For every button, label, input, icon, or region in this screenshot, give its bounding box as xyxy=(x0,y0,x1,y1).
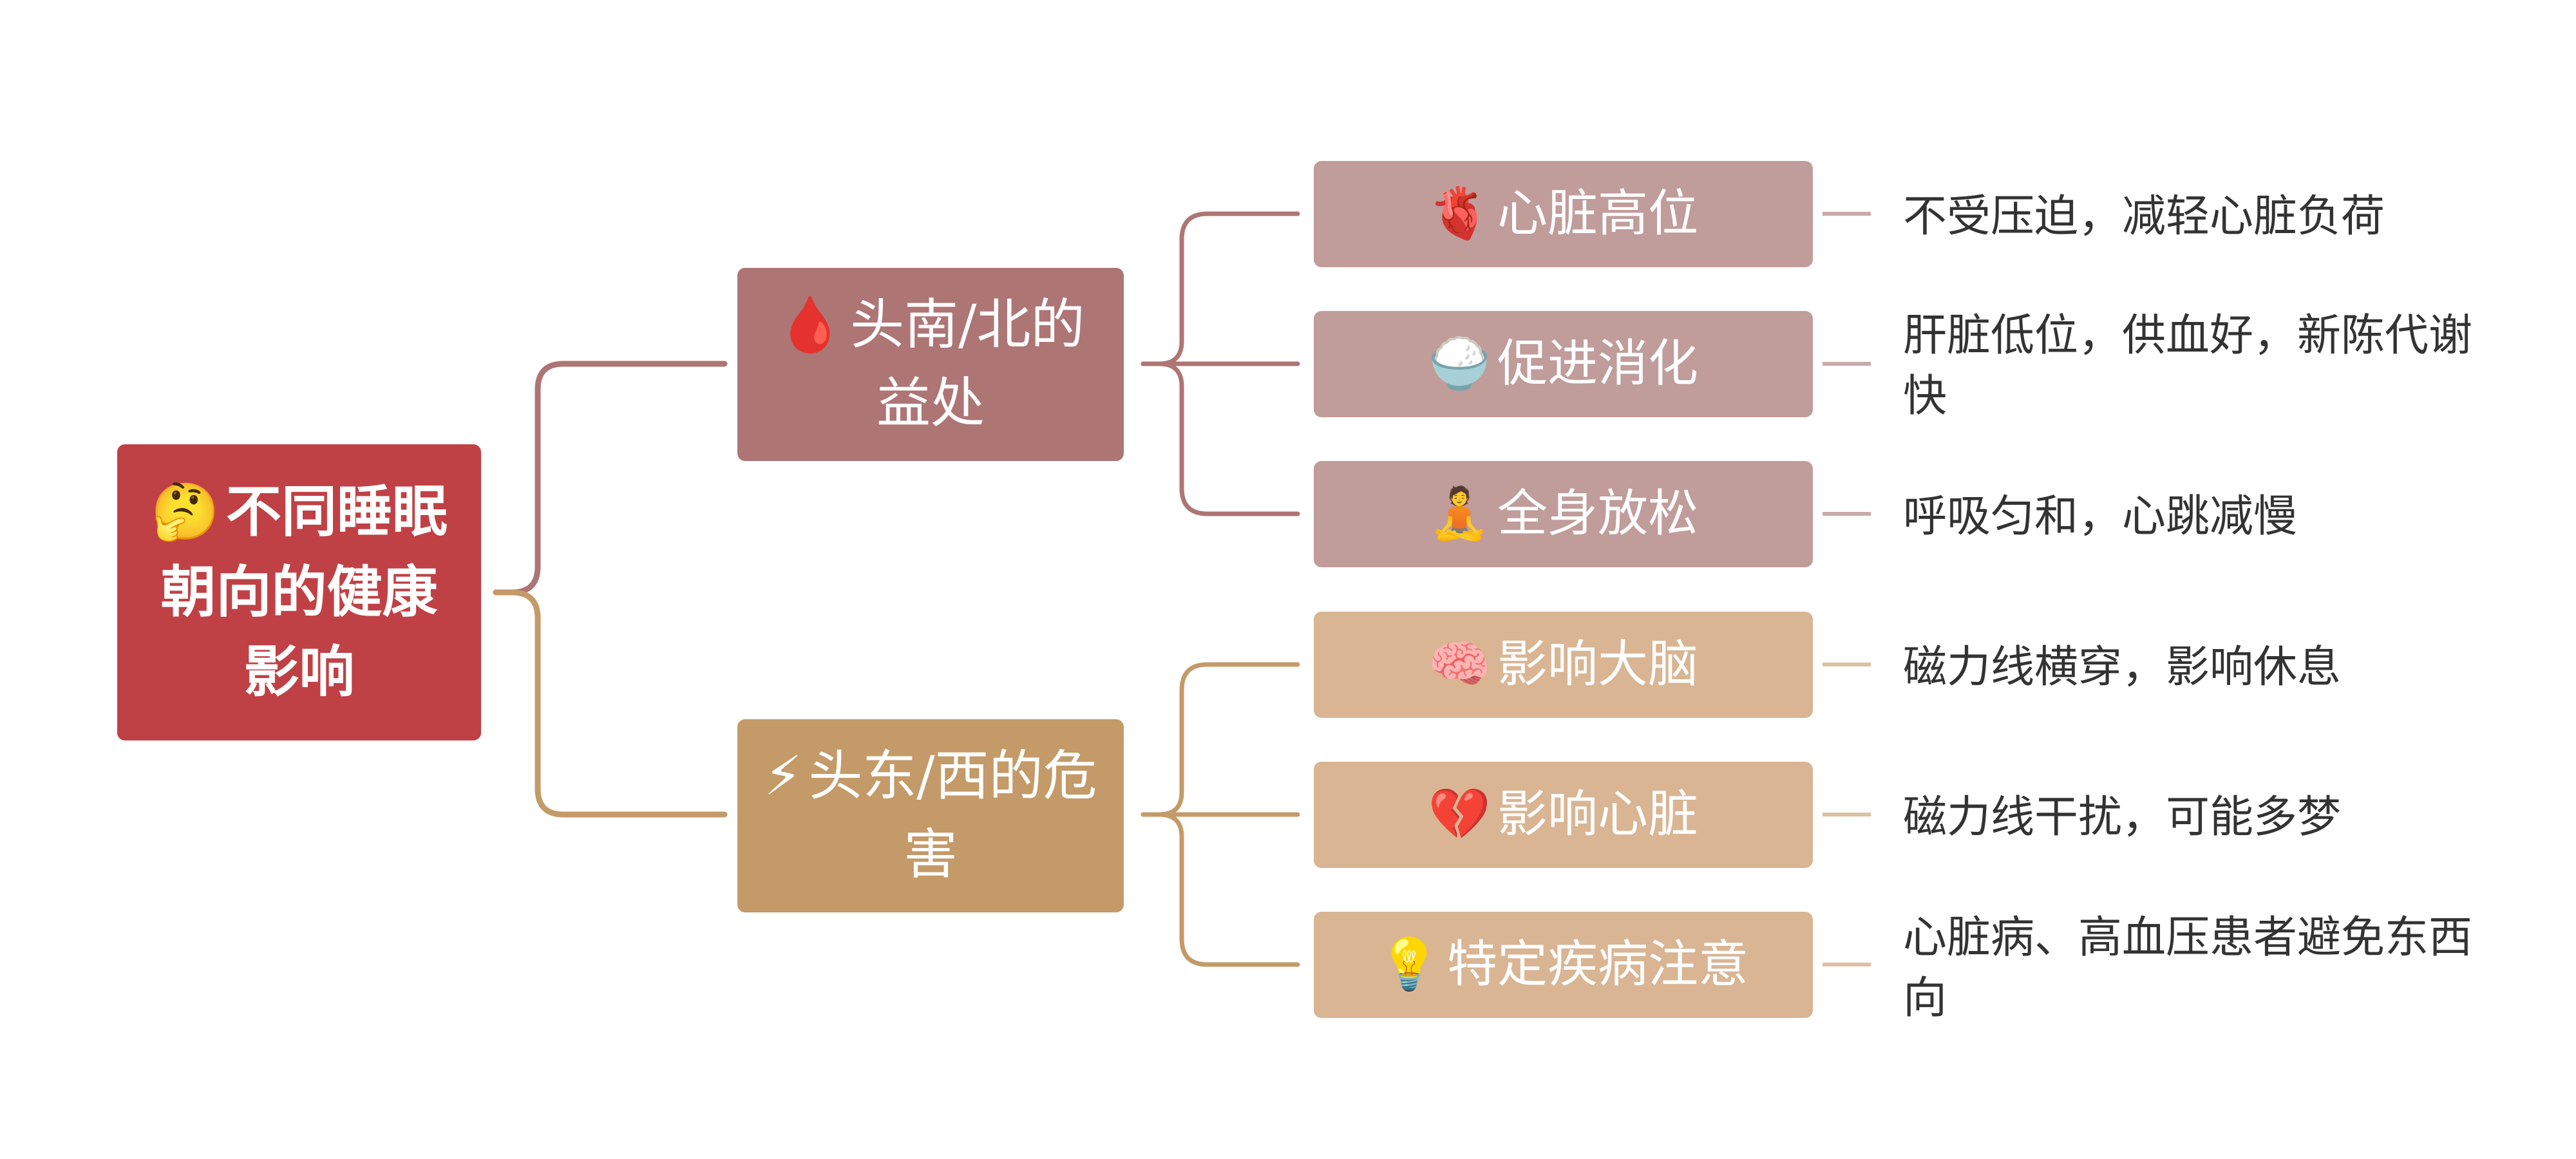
root-node[interactable]: 🤔不同睡眠朝向的健康影响 xyxy=(117,444,481,740)
anatomical-heart-icon: 🫀 xyxy=(1428,184,1492,243)
lightning-icon: ⚡ xyxy=(764,744,802,808)
sub-label: 心脏高位 xyxy=(1497,184,1699,243)
thinking-face-icon: 🤔 xyxy=(150,479,220,544)
brain-icon: 🧠 xyxy=(1428,635,1492,693)
sub-node-heart-effect[interactable]: 💔影响心脏 xyxy=(1314,762,1813,868)
leaf-note: 肝脏低位，供血好，新陈代谢快 xyxy=(1903,310,2473,422)
sub-node-disease-caution[interactable]: 💡特定疾病注意 xyxy=(1314,912,1813,1018)
connector-branch-2-sub-1 xyxy=(1141,662,1300,817)
leaf-note: 呼吸匀和，心跳减慢 xyxy=(1903,491,2298,542)
leaf-note: 磁力线干扰，可能多梦 xyxy=(1903,792,2342,843)
connector-root-branch-1 xyxy=(493,361,728,596)
sub-node-relax[interactable]: 🧘全身放松 xyxy=(1314,461,1813,567)
connector-root-branch-2 xyxy=(493,589,728,818)
sub-label: 特定疾病注意 xyxy=(1447,935,1749,994)
sub-label: 影响心脏 xyxy=(1497,785,1699,843)
branch-node-head-north-south[interactable]: 🩸头南/北的益处 xyxy=(737,268,1124,461)
sub-label: 全身放松 xyxy=(1497,484,1699,543)
light-bulb-icon: 💡 xyxy=(1378,935,1441,994)
connector-branch-1-sub-3 xyxy=(1141,361,1300,516)
meditation-icon: 🧘 xyxy=(1428,484,1492,543)
connector-branch-1-sub-1 xyxy=(1141,211,1300,366)
drop-of-blood-icon: 🩸 xyxy=(776,293,844,357)
connector-branch-2-sub-3 xyxy=(1141,812,1300,967)
sub-node-heart-high[interactable]: 🫀心脏高位 xyxy=(1314,161,1813,267)
branch-label: 头东/西的危害 xyxy=(808,744,1097,886)
broken-heart-icon: 💔 xyxy=(1428,785,1492,843)
sub-label: 促进消化 xyxy=(1497,334,1699,393)
branch-label: 头南/北的益处 xyxy=(850,293,1085,435)
leaf-note: 不受压迫，减轻心脏负荷 xyxy=(1903,191,2385,242)
sub-node-brain[interactable]: 🧠影响大脑 xyxy=(1314,612,1813,718)
sub-label: 影响大脑 xyxy=(1497,635,1699,693)
branch-node-head-east-west[interactable]: ⚡头东/西的危害 xyxy=(737,719,1124,912)
root-label: 不同睡眠朝向的健康影响 xyxy=(160,478,448,705)
leaf-note: 心脏病、高血压患者避免东西向 xyxy=(1903,912,2473,1024)
sub-node-digestion[interactable]: 🍚促进消化 xyxy=(1314,311,1813,417)
leaf-note: 磁力线横穿，影响休息 xyxy=(1903,642,2342,693)
rice-bowl-icon: 🍚 xyxy=(1428,334,1492,393)
